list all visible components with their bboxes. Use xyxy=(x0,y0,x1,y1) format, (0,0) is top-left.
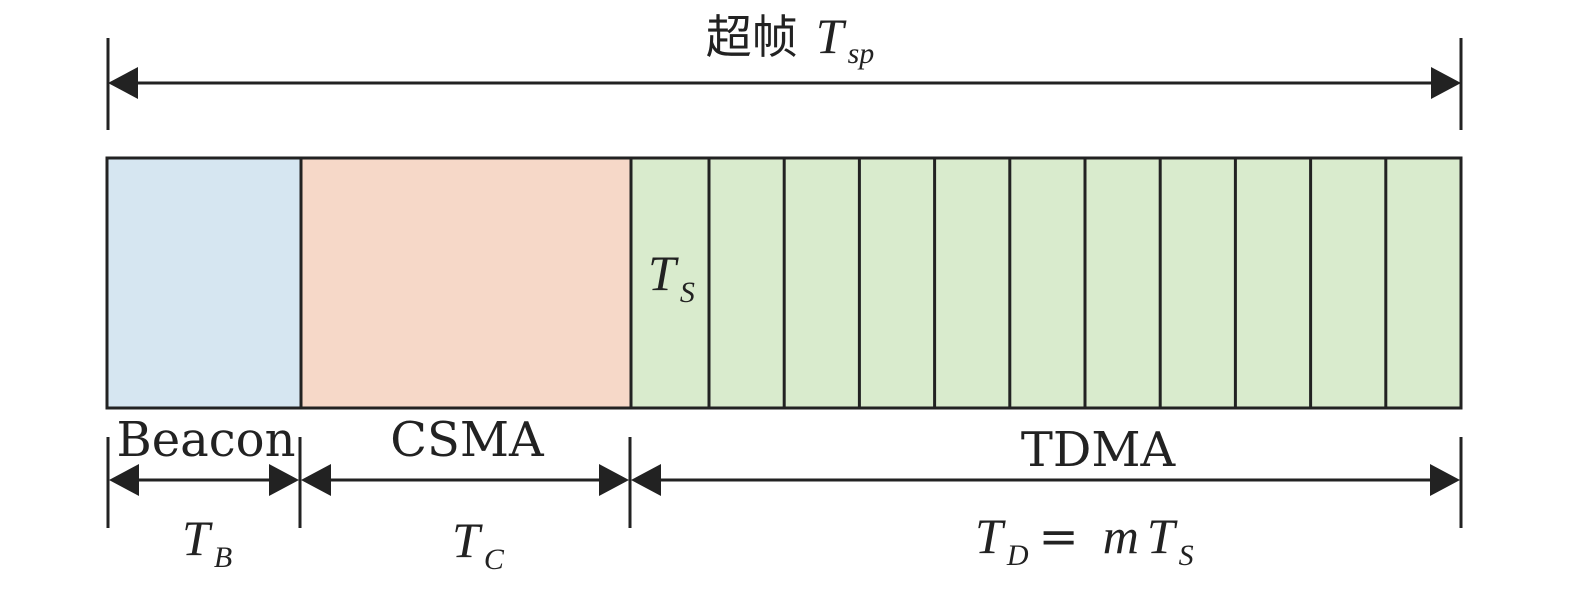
csma-block xyxy=(299,156,633,410)
beacon-duration-sub: B xyxy=(214,541,232,574)
tdma-duration-eq: = xyxy=(1038,509,1078,565)
slot-label-main: T xyxy=(648,245,679,301)
tdma-name: TDMA xyxy=(1021,422,1177,478)
tdma-right-arrowhead xyxy=(1430,464,1460,496)
csma-left-arrowhead xyxy=(301,464,331,496)
superframe-symbol-sub: sp xyxy=(848,37,875,70)
superframe-right-arrowhead xyxy=(1431,67,1461,99)
frame-blocks: T S xyxy=(105,156,1463,410)
superframe-title: 超帧 T sp xyxy=(706,8,875,70)
superframe-symbol-main: T xyxy=(816,8,847,64)
tdma-duration-sub: D xyxy=(1006,539,1029,572)
csma-duration: T C xyxy=(452,512,505,576)
beacon-left-arrowhead xyxy=(109,464,139,496)
beacon-block xyxy=(105,156,303,410)
superframe-left-arrowhead xyxy=(108,67,138,99)
superframe-title-prefix: 超帧 xyxy=(706,10,798,64)
csma-duration-sub: C xyxy=(484,543,505,576)
csma-duration-main: T xyxy=(452,512,483,568)
csma-right-arrowhead xyxy=(599,464,629,496)
slot-label-sub: S xyxy=(680,276,695,309)
slot-label: T S xyxy=(648,245,695,309)
beacon-right-arrowhead xyxy=(269,464,299,496)
segment-spans: Beacon CSMA TDMA T B T C T D = m T S xyxy=(106,412,1463,576)
beacon-duration: T B xyxy=(182,510,232,574)
tdma-duration: T D = m T S xyxy=(975,508,1194,572)
beacon-duration-main: T xyxy=(182,510,213,566)
csma-name: CSMA xyxy=(390,412,545,468)
tdma-block xyxy=(629,156,1463,410)
tdma-duration-rhs-main: T xyxy=(1147,508,1178,564)
tdma-duration-coef: m xyxy=(1103,508,1139,564)
tdma-left-arrowhead xyxy=(631,464,661,496)
tdma-duration-main: T xyxy=(975,508,1006,564)
tdma-duration-rhs-sub: S xyxy=(1179,539,1194,572)
tdma-slot-dividers xyxy=(707,158,1388,408)
beacon-name: Beacon xyxy=(117,412,296,468)
superframe-span: 超帧 T sp xyxy=(106,8,1463,130)
